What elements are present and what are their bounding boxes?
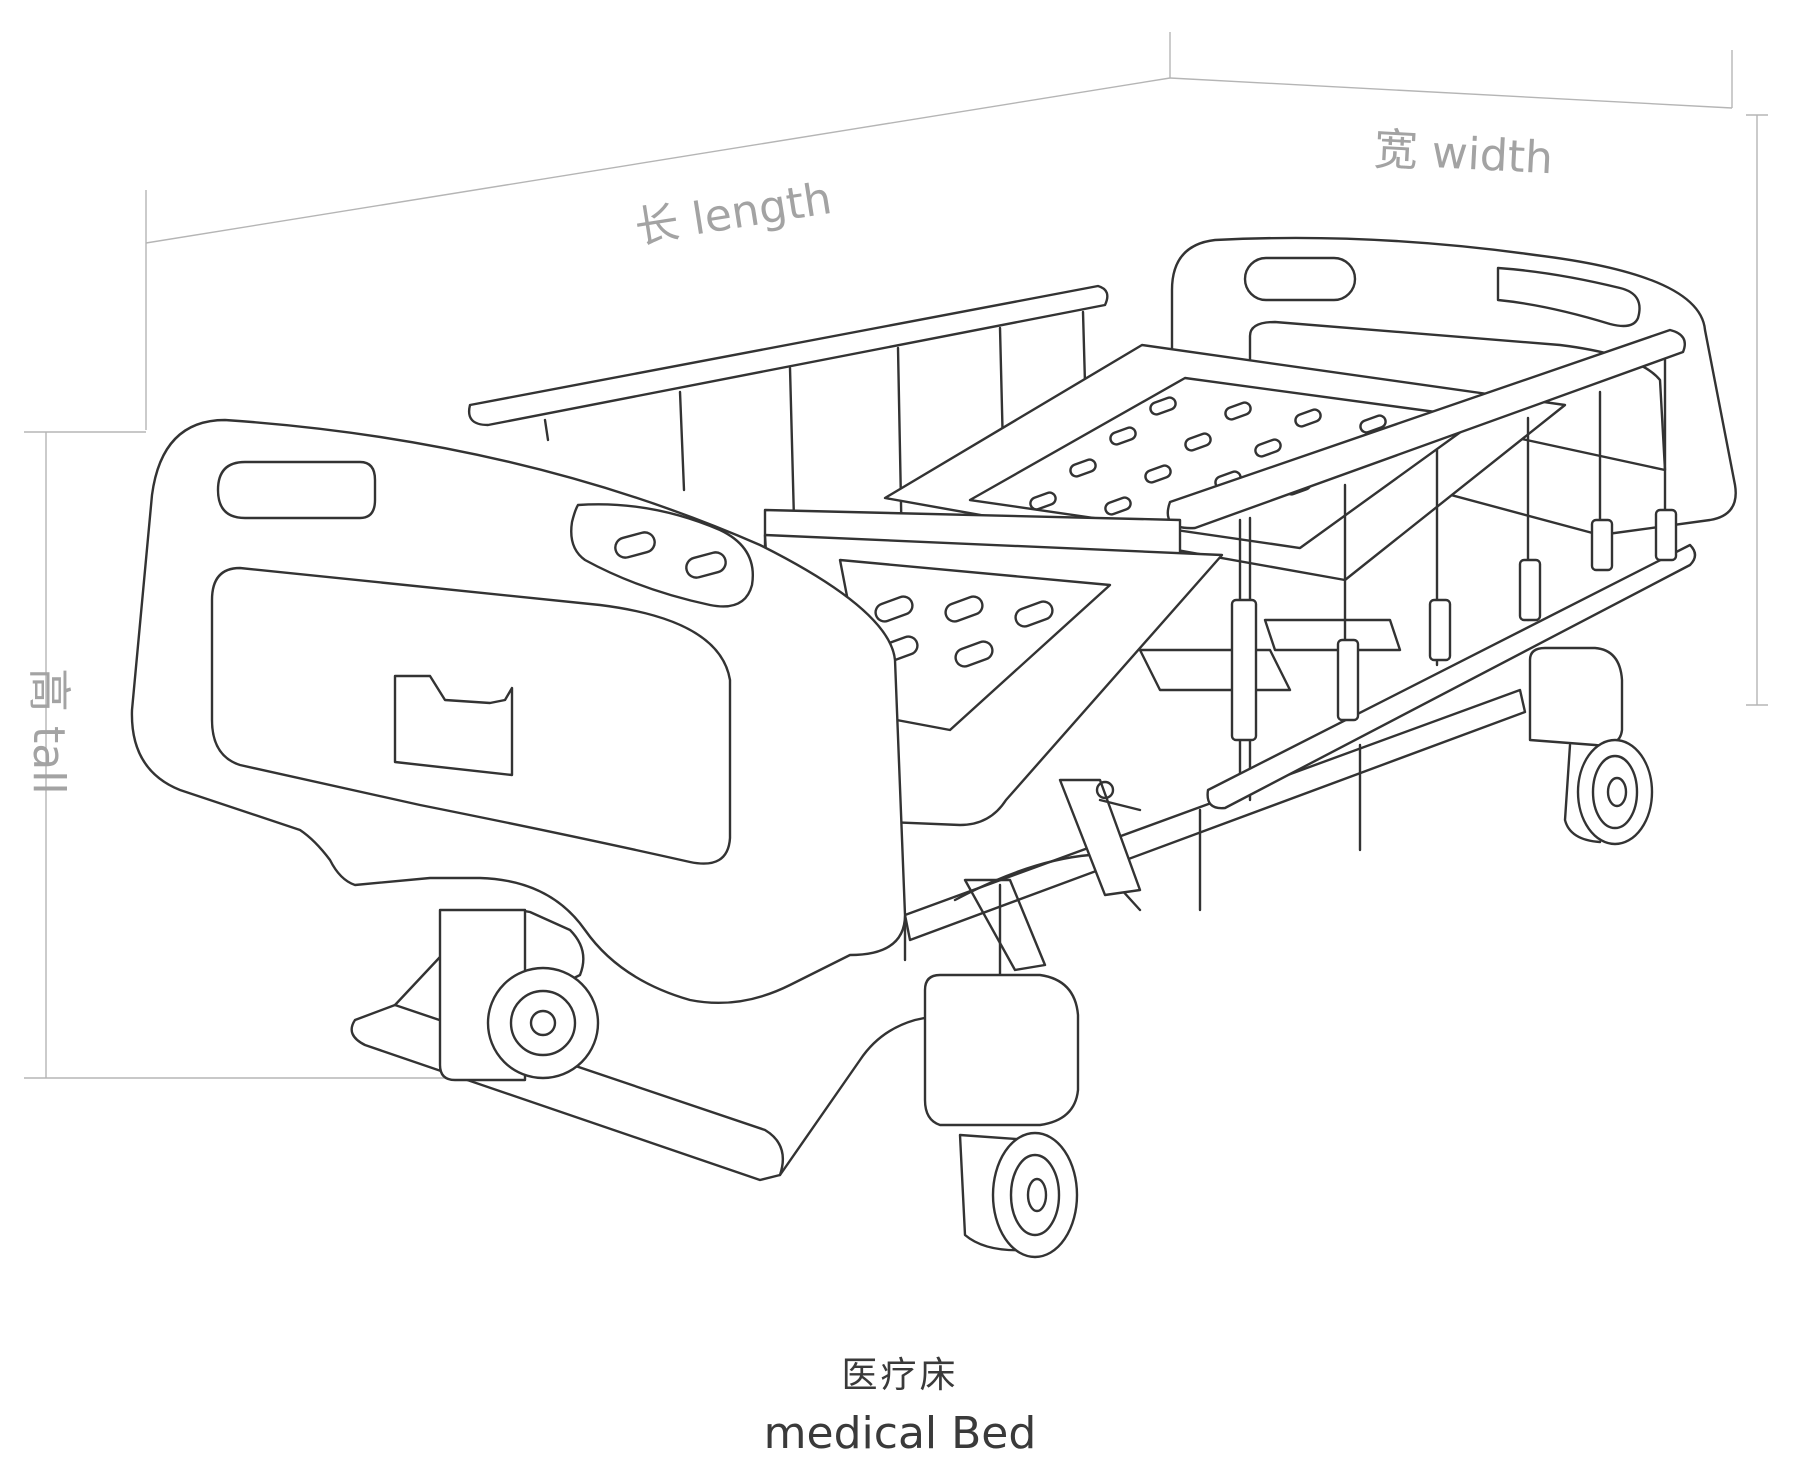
near-side-rail: [1166, 328, 1697, 810]
front-right-caster: [923, 973, 1080, 1259]
rear-caster: [1528, 646, 1654, 846]
width-dimension-label: 宽 width: [1372, 124, 1555, 185]
rear-headboard: [1170, 236, 1737, 537]
base-frame: [903, 618, 1527, 977]
tall-dimension-label: 高 tall: [23, 668, 74, 795]
dimension-lines: [24, 32, 1768, 1079]
front-footboard: [130, 418, 907, 1005]
front-left-caster: [438, 908, 600, 1082]
caption-english: medical Bed: [763, 1408, 1037, 1459]
caption-chinese: 医疗床: [841, 1355, 959, 1396]
